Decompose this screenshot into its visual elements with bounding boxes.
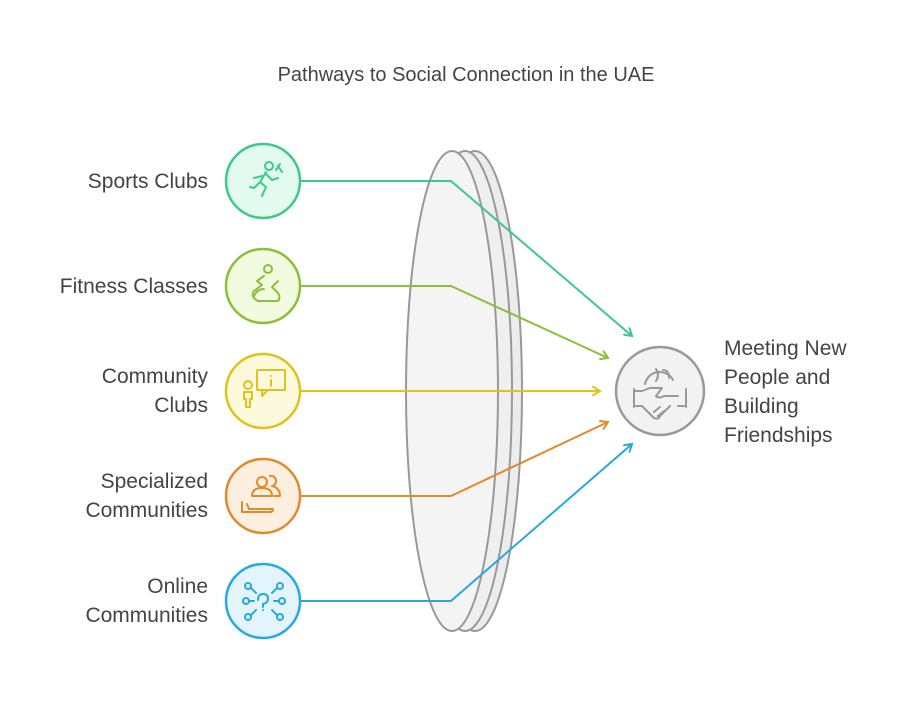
source-label: Online Communities (85, 575, 208, 627)
group-hand-icon (241, 474, 281, 513)
target-label: Meeting New People and Building Friendsh… (724, 337, 847, 447)
source-node (224, 457, 302, 535)
source-label: Specialized Communities (85, 470, 208, 522)
source-node (224, 142, 302, 220)
network-question-icon (242, 582, 286, 621)
source-label: Community Clubs (101, 365, 208, 417)
connector-arrow (301, 444, 632, 602)
source-node (224, 562, 302, 640)
handshake-globe-icon (633, 368, 687, 420)
exercise-bike-icon (251, 264, 281, 302)
person-info-bubble-icon (243, 369, 286, 408)
connector-arrow (301, 285, 608, 358)
running-person-icon (249, 161, 283, 197)
source-label: Fitness Classes (59, 275, 208, 298)
source-label: Sports Clubs (87, 170, 208, 193)
source-node (224, 352, 302, 430)
target-node (614, 345, 706, 437)
diagram-title: Pathways to Social Connection in the UAE (277, 64, 655, 86)
connector-arrow (301, 422, 608, 497)
connector-arrow (301, 180, 632, 336)
source-node (224, 247, 302, 325)
lens (405, 150, 523, 632)
